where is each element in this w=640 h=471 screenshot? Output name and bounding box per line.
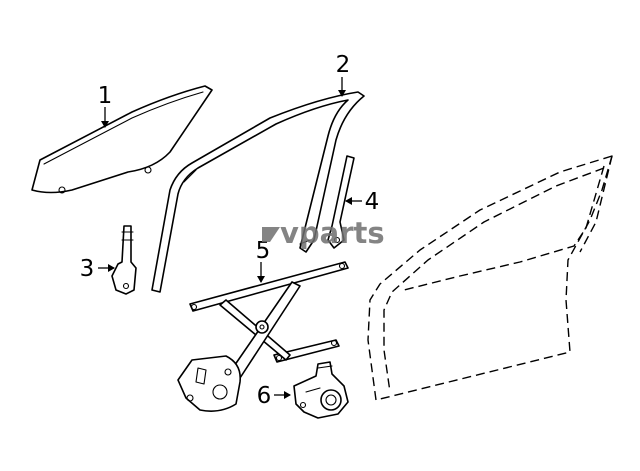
door-outline <box>367 155 613 401</box>
lower-channel-part[interactable] <box>111 225 137 295</box>
callout-6: 6 <box>257 383 272 409</box>
glass-run-channel-part[interactable] <box>151 91 365 293</box>
callout-5: 5 <box>256 238 271 264</box>
vparts-watermark: vparts <box>262 216 385 250</box>
callout-2: 2 <box>336 52 351 78</box>
vparts-logo-icon <box>262 227 280 242</box>
callout-4: 4 <box>365 189 380 215</box>
door-glass-part[interactable] <box>31 85 213 194</box>
watermark-text: vparts <box>280 216 385 250</box>
window-regulator-part[interactable] <box>177 261 349 412</box>
regulator-motor-part[interactable] <box>293 361 349 419</box>
callout-1: 1 <box>98 83 113 109</box>
rear-channel-part[interactable] <box>327 155 355 249</box>
callout-3: 3 <box>80 256 95 282</box>
leader-lines <box>98 77 362 399</box>
